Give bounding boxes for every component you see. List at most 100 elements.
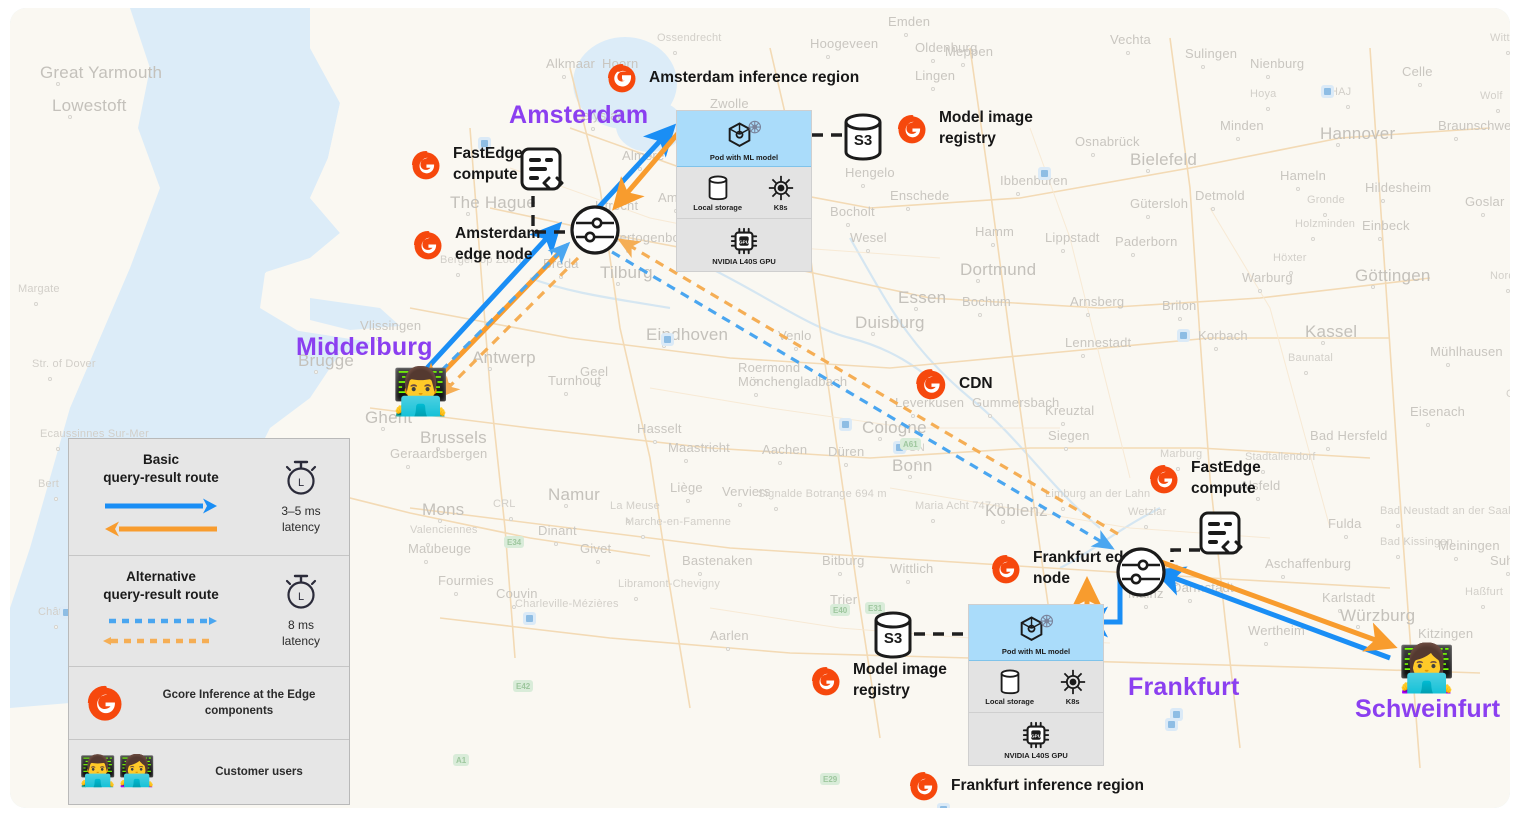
legend-alt-title-l1: Alternative (126, 569, 196, 585)
s3-registry-frankfurt[interactable]: S3 (870, 608, 916, 667)
map-city-dot (376, 337, 380, 341)
map-motorway-shield: E31 (865, 602, 886, 614)
gpu-row[interactable]: GPU NVIDIA L40S GPU (969, 713, 1103, 765)
customer-user-schweinfurt[interactable]: 👩‍💻 (1398, 642, 1456, 694)
gpu-row[interactable]: GPU NVIDIA L40S GPU (677, 219, 811, 271)
map-city-dot (1266, 107, 1270, 111)
annot-text: CDN (959, 374, 993, 392)
local-storage-label: Local storage (693, 203, 743, 213)
s3-registry-amsterdam[interactable]: S3 (840, 110, 886, 169)
map-city-dot (1258, 289, 1262, 293)
gpu-cell[interactable]: GPU NVIDIA L40S GPU (712, 226, 776, 266)
map-city-label: Ibbenbüren (1000, 173, 1068, 188)
city-callout-schweinfurt: Schweinfurt (1355, 695, 1501, 723)
label-frankfurt-fastedge-compute: FastEdge compute (1146, 458, 1301, 500)
svg-text:L: L (298, 477, 304, 489)
map-city-dot (596, 560, 600, 564)
map-poi-marker (661, 333, 674, 346)
pod-row[interactable]: Pod with ML model (969, 605, 1103, 662)
map-city-dot (1214, 347, 1218, 351)
map-city-dot (1281, 575, 1285, 579)
map-city-label: Bitburg (822, 553, 865, 568)
map-city-dot (1146, 169, 1150, 173)
map-city-dot (466, 212, 470, 216)
map-city-dot (426, 543, 430, 547)
svg-text:L: L (298, 591, 304, 603)
gcore-logo-icon (411, 150, 440, 180)
map-city-dot (564, 504, 568, 508)
map-city-label: Fulda (1328, 516, 1362, 531)
fastedge-compute-icon-frankfurt[interactable] (1198, 510, 1246, 567)
map-city-dot (916, 461, 920, 465)
map-city-dot (866, 249, 870, 253)
map-city-label: Bad Neustadt an der Saale (1380, 505, 1510, 517)
fastedge-compute-icon-amsterdam[interactable] (519, 146, 567, 203)
map-city-dot (436, 447, 440, 451)
legend-customer-users: 👨‍💻 👩‍💻 Customer users (69, 740, 349, 804)
map-city-dot (774, 507, 778, 511)
map-city-dot (54, 497, 58, 501)
map-city-label: Lelystad (575, 108, 626, 123)
map-city-dot (653, 440, 657, 444)
k8s-cell[interactable]: K8s (767, 174, 795, 212)
map-city-dot (1144, 525, 1148, 529)
legend-panel[interactable]: Basic query-result route L (68, 438, 350, 806)
map-city-dot (908, 475, 912, 479)
map-city-dot (1061, 507, 1065, 511)
map-city-label: Meiningen (1438, 538, 1500, 553)
annot-text: Amsterdam inference region (649, 68, 860, 86)
map-city-dot (1396, 555, 1400, 559)
pod-ml-model-icon (728, 120, 762, 147)
map-city-label: Wolf (1480, 90, 1503, 102)
customer-user-middelburg[interactable]: 👨‍💻 (392, 365, 450, 417)
map-city-dot (878, 437, 882, 441)
map-city-dot (1176, 467, 1180, 471)
map-city-dot (673, 51, 677, 55)
map-city-label: Bad Hersfeld (1310, 428, 1388, 443)
inference-region-card-frankfurt[interactable]: Pod with ML model Local storage K8 (968, 604, 1104, 766)
gpu-chip-icon: GPU (730, 227, 758, 254)
gpu-cell[interactable]: GPU NVIDIA L40S GPU (1004, 720, 1068, 760)
map-city-label: Bocholt (830, 204, 875, 219)
gcore-logo-icon (991, 554, 1020, 584)
map-city-dot (34, 302, 38, 306)
edge-node-icon-amsterdam[interactable] (568, 203, 622, 262)
map-city-label: Holzminden (1295, 218, 1356, 230)
map-city-label: Eisenach (1410, 404, 1466, 419)
map-city-label: Minden (1220, 118, 1264, 133)
storage-k8s-row[interactable]: Local storage K8s (677, 167, 811, 219)
annot-text: FastEdge compute (1191, 459, 1261, 497)
storage-k8s-row[interactable]: Local storage K8s (969, 661, 1103, 713)
map-city-label: Celle (1402, 64, 1433, 79)
k8s-cell[interactable]: K8s (1059, 668, 1087, 706)
map-motorway-shield: A1 (453, 754, 470, 766)
pod-row[interactable]: Pod with ML model (677, 111, 811, 168)
map-city-label: Great Yarmouth (40, 63, 163, 82)
map-city-dot (634, 597, 638, 601)
map-city-dot (1261, 470, 1265, 474)
local-storage-cell[interactable]: Local storage (693, 174, 742, 212)
map-city-label: Korbach (1198, 328, 1248, 343)
map-city-label: Aarlen (710, 628, 749, 643)
annot-text: Frankfurt edge node (1033, 549, 1142, 587)
map-city-dot (554, 542, 558, 546)
local-storage-cell[interactable]: Local storage (985, 668, 1034, 706)
map-city-label: Eindhoven (646, 325, 729, 344)
map-city-label: Lennestadt (1065, 335, 1132, 350)
inference-region-card-amsterdam[interactable]: Pod with ML model Local storage K8 (676, 110, 812, 272)
map-city-dot (381, 427, 385, 431)
map-city-dot (56, 447, 60, 451)
map-city-dot (1481, 605, 1485, 609)
map-city-label: Gronde (1307, 194, 1345, 206)
label-frankfurt-edge-node: Frankfurt edge node (988, 548, 1143, 590)
map-city-dot (1454, 557, 1458, 561)
map-city-dot (68, 115, 72, 119)
map-city-label: Brussels (420, 428, 487, 447)
map-city-dot (931, 87, 935, 91)
map-city-label: Couvin (496, 586, 538, 601)
legend-basic-title-l1: Basic (142, 452, 180, 467)
map-city-label: Bastenaken (682, 553, 753, 568)
edge-node-icon-frankfurt[interactable] (1114, 545, 1168, 604)
pod-label: Pod with ML model (1001, 647, 1071, 656)
map-city-dot (641, 535, 645, 539)
